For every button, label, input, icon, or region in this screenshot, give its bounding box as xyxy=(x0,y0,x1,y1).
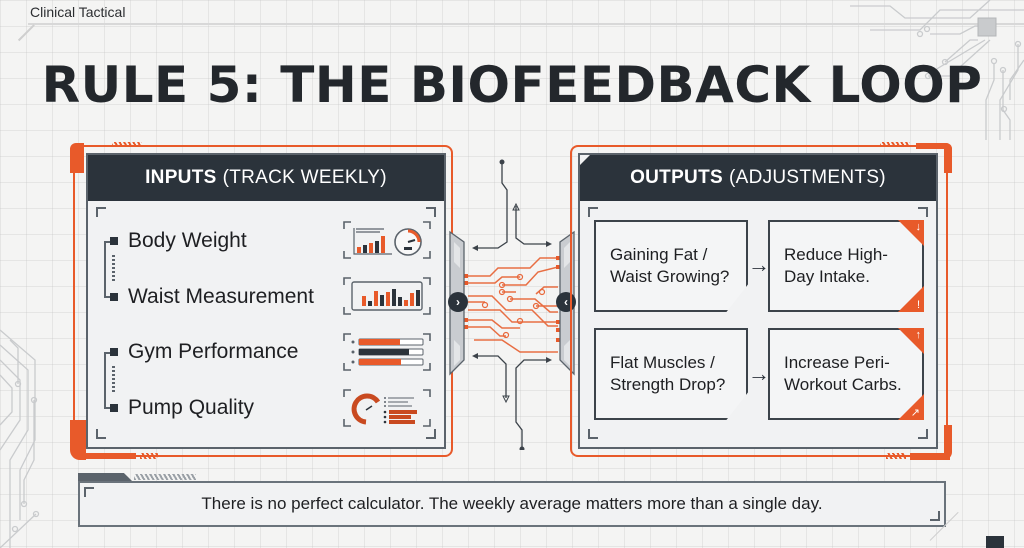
bullet-icon xyxy=(110,237,118,245)
corner-mark xyxy=(426,207,436,217)
inputs-frame-hatch-bottom xyxy=(140,453,158,459)
connector-next-button[interactable]: › xyxy=(448,292,468,312)
footer-tab xyxy=(78,473,132,481)
input-item-body-weight: Body Weight xyxy=(128,229,247,252)
corner-mark xyxy=(96,207,106,217)
action-box-reduce-intake: Reduce High-Day Intake. xyxy=(768,220,924,312)
corner-widget-icon xyxy=(986,536,1004,548)
condition-text: Flat Muscles / Strength Drop? xyxy=(610,353,726,394)
outputs-panel-header: OUTPUTS (ADJUSTMENTS) xyxy=(580,155,936,201)
condition-text: Gaining Fat / Waist Growing? xyxy=(610,245,730,286)
circuit-decoration-left-icon xyxy=(0,329,40,548)
outputs-frame-accent-side xyxy=(944,143,952,173)
bar-chart-gauge-icon xyxy=(343,221,431,259)
footer-note: There is no perfect calculator. The week… xyxy=(78,481,946,527)
corner-mark xyxy=(426,429,436,439)
input-item-pump-quality: Pump Quality xyxy=(128,396,255,419)
action-box-increase-carbs: Increase Peri-Workout Carbs. xyxy=(768,328,924,420)
outputs-frame-hatch xyxy=(880,142,910,147)
condition-box-fat-gain: Gaining Fat / Waist Growing? xyxy=(594,220,748,312)
corner-mark xyxy=(930,511,940,521)
brand-label: Clinical Tactical xyxy=(30,4,126,20)
circuit-decoration-icon xyxy=(850,0,1024,140)
group-dashes xyxy=(112,366,115,394)
page-title: RULE 5: THE BIOFEEDBACK LOOP xyxy=(41,56,983,114)
group-dashes xyxy=(112,255,115,283)
inputs-frame-accent xyxy=(70,143,84,173)
header-divider-accent xyxy=(17,24,35,41)
inputs-frame-accent-bottom-bar xyxy=(84,453,136,459)
outputs-frame-accent-bottom-bar xyxy=(910,453,950,460)
outputs-frame-hatch-bottom xyxy=(886,453,906,459)
action-text: Increase Peri-Workout Carbs. xyxy=(784,353,902,394)
group-bracket xyxy=(104,241,110,298)
outputs-outer-frame xyxy=(570,145,948,457)
corner-mark xyxy=(588,207,598,217)
bar-chart-icon xyxy=(343,277,431,315)
corner-mark xyxy=(84,487,94,497)
action-text: Reduce High-Day Intake. xyxy=(784,245,888,286)
gauge-list-icon xyxy=(343,389,431,427)
corner-mark xyxy=(918,429,928,439)
bullet-icon xyxy=(110,348,118,356)
bullet-icon xyxy=(110,404,118,412)
group-bracket xyxy=(104,352,110,409)
inputs-header-title: INPUTS xyxy=(145,167,217,188)
progress-bars-icon xyxy=(343,333,431,371)
inputs-frame-hatch xyxy=(112,142,142,147)
corner-mark xyxy=(918,207,928,217)
footer-text: There is no perfect calculator. The week… xyxy=(201,494,823,513)
inputs-header-subtitle: (TRACK WEEKLY) xyxy=(222,167,387,188)
corner-mark xyxy=(96,429,106,439)
input-item-waist-measurement: Waist Measurement xyxy=(128,285,314,308)
outputs-header-subtitle: (ADJUSTMENTS) xyxy=(728,167,886,188)
corner-mark xyxy=(588,429,598,439)
condition-box-flat-muscles: Flat Muscles / Strength Drop? xyxy=(594,328,748,420)
inputs-frame-accent-bottom xyxy=(70,420,86,460)
footer-hatch xyxy=(134,474,196,480)
outputs-header-title: OUTPUTS xyxy=(630,167,723,188)
input-item-gym-performance: Gym Performance xyxy=(128,340,299,363)
arrow-right-icon: → xyxy=(748,252,770,277)
bullet-icon xyxy=(110,293,118,301)
outputs-frame-accent-bottom xyxy=(944,425,952,460)
header-divider xyxy=(28,23,1024,25)
inputs-panel-header: INPUTS (TRACK WEEKLY) xyxy=(88,155,444,201)
arrow-right-icon: → xyxy=(748,361,770,386)
outputs-frame-accent xyxy=(916,143,952,149)
